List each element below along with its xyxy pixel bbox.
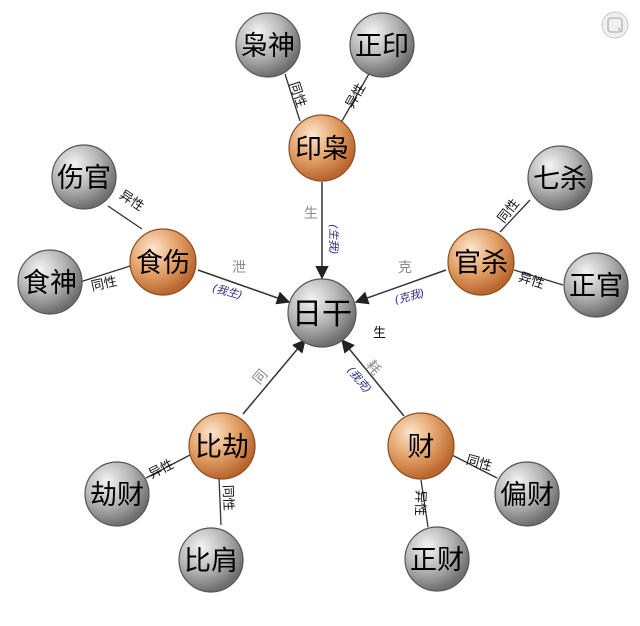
node-zhengcai: 正财 [404, 526, 470, 592]
polarity-labels: 同性 异性 异性 同性 同性 异性 异性 同性 同性 异性 [90, 80, 546, 516]
node-shangguan-label: 伤官 [57, 163, 111, 194]
node-shishang-label: 食伤 [136, 248, 190, 279]
node-guansha-label: 官杀 [454, 248, 508, 279]
node-cai: 财 [387, 412, 455, 480]
connectors [79, 71, 564, 528]
polarity-shangguan: 异性 [116, 188, 146, 215]
node-shishen: 食神 [17, 249, 83, 315]
node-guansha: 官杀 [447, 228, 515, 296]
node-shishang: 食伤 [129, 228, 197, 296]
node-cai-label: 财 [408, 432, 435, 463]
polarity-shishen: 同性 [90, 274, 119, 294]
link-bijie-bijian [218, 477, 222, 526]
note-guansha-to-center: (克我) [393, 286, 426, 306]
node-zhengyin: 正印 [349, 12, 415, 78]
node-bijian-label: 比肩 [184, 546, 238, 577]
link-yinxiao-xiaoshen [284, 73, 301, 122]
link-shishang-shangguan [107, 205, 143, 230]
node-zhengguan: 正官 [563, 252, 629, 318]
polarity-xiaoshen: 同性 [286, 80, 308, 109]
polarity-piancai: 同性 [464, 453, 493, 475]
node-qisha: 七杀 [527, 145, 593, 211]
link-guansha-zhengguan [513, 269, 564, 286]
polarity-bijian: 同性 [219, 485, 235, 512]
node-piancai-label: 偏财 [500, 480, 554, 511]
arrow-bijie-to-center [242, 338, 306, 415]
label-center-side: 生 [373, 326, 386, 341]
node-qisha-label: 七杀 [533, 164, 587, 195]
label-yin-to-center: 生 [304, 206, 318, 222]
node-center-label: 日干 [292, 297, 352, 332]
arrow-shishang-to-center [197, 269, 291, 305]
node-shangguan: 伤官 [51, 144, 117, 210]
node-zhengyin-label: 正印 [355, 31, 409, 62]
link-guansha-qisha [499, 199, 531, 233]
node-jiecai-label: 劫财 [90, 480, 144, 511]
link-shishang-shishen [79, 265, 131, 283]
node-center: 日干 [287, 278, 357, 348]
node-xiaoshen: 枭神 [235, 12, 301, 78]
view-icon [601, 11, 629, 39]
label-cai-to-center: 耗 [362, 358, 383, 379]
node-zhengguan-label: 正官 [569, 271, 623, 302]
node-bijie-label: 比劫 [195, 432, 249, 463]
label-guansha-to-center: 克 [398, 260, 412, 276]
polarity-zhengcai: 异性 [412, 490, 428, 517]
note-yin-to-center: (生我) [327, 224, 340, 255]
polarity-jiecai: 异性 [147, 457, 177, 482]
label-shishang-to-center: 泄 [232, 260, 246, 276]
link-bijie-jiecai [145, 454, 191, 479]
link-cai-zhengcai [420, 479, 429, 528]
node-bijie: 比劫 [188, 412, 256, 480]
node-jiecai: 劫财 [84, 461, 150, 527]
node-shishen-label: 食神 [23, 268, 77, 299]
polarity-zhengguan: 异性 [517, 270, 546, 292]
arrow-cai-to-center [341, 338, 405, 417]
node-xiaoshen-label: 枭神 [241, 31, 295, 62]
node-yinxiao: 印枭 [288, 114, 356, 182]
node-yinxiao-label: 印枭 [295, 134, 349, 165]
link-cai-piancai [451, 454, 498, 479]
node-zhengcai-label: 正财 [410, 545, 464, 576]
node-piancai: 偏财 [494, 461, 560, 527]
arrow-guansha-to-center [354, 269, 447, 305]
polarity-zhengyin: 异性 [343, 81, 369, 111]
node-bijian: 比肩 [178, 527, 244, 593]
link-yinxiao-zhengyin [341, 71, 371, 122]
